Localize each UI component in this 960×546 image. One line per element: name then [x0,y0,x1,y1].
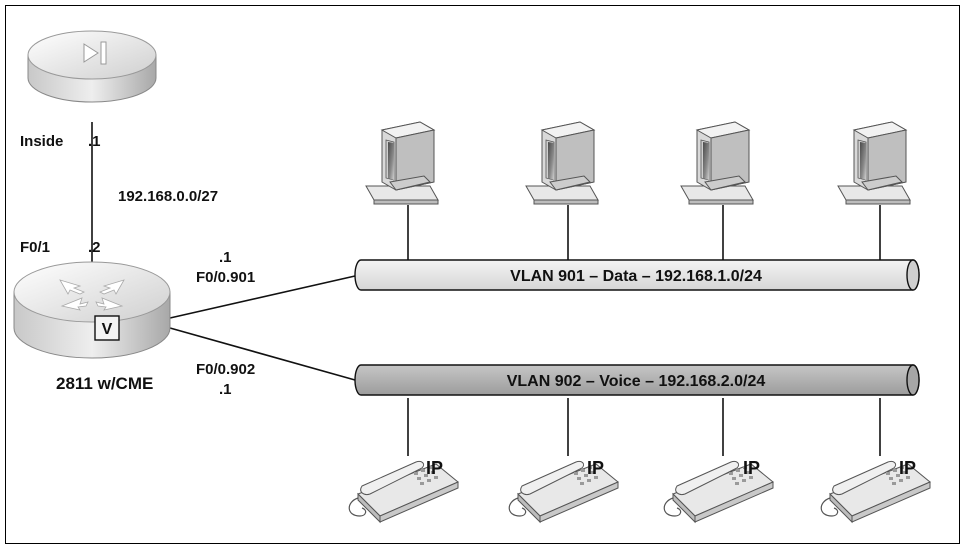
inside-host-label: .1 [88,133,101,150]
voice-badge [94,315,120,341]
vlan-901-bus: VLAN 901 – Data – 192.168.1.0/24 [354,259,920,291]
desktop-pc-icon [837,121,911,205]
phone-ip-label: IP [426,458,443,478]
vlan-902-label: VLAN 902 – Voice – 192.168.2.0/24 [507,373,766,390]
inside-interface-label: Inside [20,133,63,150]
vlan-901-label: VLAN 901 – Data – 192.168.1.0/24 [510,268,762,285]
uplink-host-label: .2 [88,239,101,256]
pc-drops [407,205,881,260]
voice-trunk-link [169,327,356,381]
voice-router-icon: V [13,261,171,359]
vlan-902-bus: VLAN 902 – Voice – 192.168.2.0/24 [354,364,920,396]
desktop-pc-icon [365,121,439,205]
phone-ip-label: IP [587,458,604,478]
voice-subif-interface-label: F0/0.902 [196,361,255,378]
data-subif-host-label: .1 [219,249,232,266]
phone-ip-label: IP [899,458,916,478]
phone-drops [407,398,881,456]
subnet-label: 192.168.0.0/27 [118,188,218,205]
firewall-router-icon [27,30,157,103]
desktop-pc-icon [525,121,599,205]
desktop-pc-icon [680,121,754,205]
phone-ip-label: IP [743,458,760,478]
data-trunk-link [169,275,356,319]
voice-subif-host-label: .1 [219,381,232,398]
uplink-interface-label: F0/1 [20,239,50,256]
voice-badge-label: V [102,321,113,338]
data-subif-interface-label: F0/0.901 [196,269,255,286]
router-caption: 2811 w/CME [56,374,153,393]
